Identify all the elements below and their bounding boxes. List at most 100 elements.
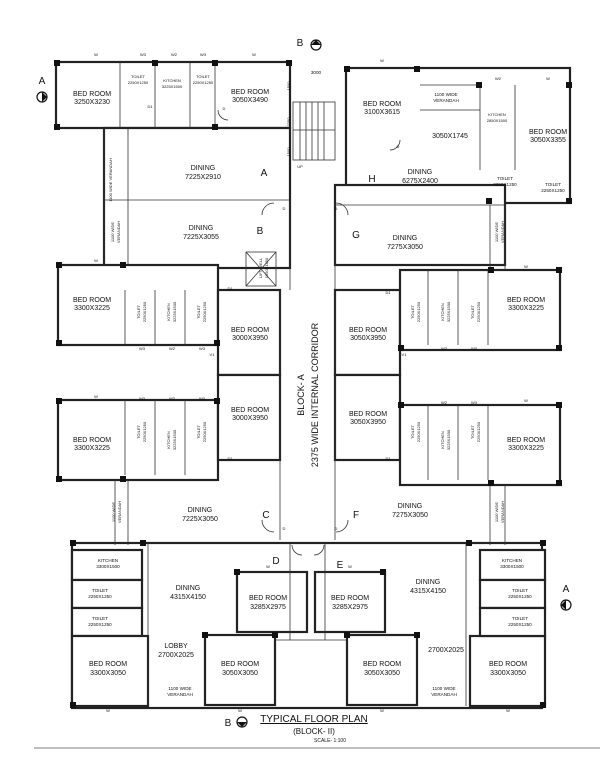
room-label: BED ROOM (489, 661, 527, 668)
lift-well (245, 251, 277, 287)
room-size: 2250X1250 (476, 421, 481, 442)
window-tag: W2 (169, 346, 176, 351)
room-size: 3050X3490 (232, 97, 268, 104)
dim-3050x1745: 3050X1745 (432, 133, 468, 140)
room-label: 1100 WIDE (494, 222, 499, 242)
room-size: 3050X3950 (350, 419, 386, 426)
room-size: VERANDAH (117, 501, 122, 523)
room-label: BED ROOM (349, 411, 387, 418)
room-label: 1100 WIDE (168, 686, 191, 691)
vent-tag: V1 (402, 352, 408, 357)
room-label: KITCHEN (440, 303, 445, 321)
room-size: VERANDAH (116, 221, 121, 243)
room-label: TOILET (92, 588, 108, 593)
room-label: 1100 WIDE (110, 222, 115, 242)
room-size: 3225X1500 (162, 84, 183, 89)
room-size: 3225X1500 (172, 429, 177, 450)
room-size: 3300X3225 (508, 445, 544, 452)
room-size: 3050X3050 (222, 670, 258, 677)
room-size: 2250X1250 (476, 301, 481, 322)
room-label: BED ROOM (231, 407, 269, 414)
window-tag: W3 (471, 400, 478, 405)
room-size: 2250X1250 (202, 421, 207, 442)
room-label: TOILET (131, 74, 145, 79)
room-size: 2250X1250 (202, 301, 207, 322)
room-label: TOILET (196, 74, 210, 79)
window-tag: W2 (495, 76, 502, 81)
window-tag: W (546, 76, 550, 81)
window-tag: W3 (139, 396, 146, 401)
room-label: TOILET (196, 304, 201, 318)
window-tag: W (266, 564, 270, 569)
room-label: DINING (188, 507, 213, 514)
room-label: TOILET (136, 304, 141, 318)
room-label: DINING (398, 503, 423, 510)
corridor-title: BLOCK- A 2375 WIDE INTERNAL CORRIDOR (296, 322, 320, 467)
room-size: 2700X2025 (158, 652, 194, 659)
marker-b-label: B (257, 226, 264, 237)
room-label: BED ROOM (529, 129, 567, 136)
marker-f-label: F (353, 510, 359, 521)
room-label: BED ROOM (331, 595, 369, 602)
room-label: KITCHEN (502, 558, 522, 563)
room-label: TOILET (410, 424, 415, 438)
staircase (292, 101, 336, 161)
room-label: KITCHEN (163, 78, 181, 83)
window-tag: W (348, 564, 352, 569)
window-tag: W2 (171, 52, 178, 57)
door-tag: D (397, 144, 400, 149)
dim-2250: 2250 (286, 117, 291, 127)
room-label: DINING (408, 169, 433, 176)
room-label: DINING (393, 235, 418, 242)
room-size: 3300X3225 (508, 305, 544, 312)
room-size: 2250X1250 (88, 622, 112, 627)
room-label: TOILET (512, 616, 528, 621)
room-label: BED ROOM (231, 327, 269, 334)
room-size: 3000X3950 (232, 335, 268, 342)
room-size: 2250X1250 (193, 80, 214, 85)
room-size: 2250X1250 (88, 594, 112, 599)
room-size: 3300X3225 (74, 305, 110, 312)
dimension-labels: 3000 1500 2250 1500 UP 3050X1745 2700X20… (286, 70, 468, 654)
room-label: BED ROOM (249, 595, 287, 602)
room-size: 3285X2975 (250, 604, 286, 611)
room-label: TOILET (196, 424, 201, 438)
room-size: 2250X1250 (541, 188, 565, 193)
internal-lines (103, 62, 516, 706)
window-tag: W (106, 708, 110, 713)
door-tag: D1 (227, 456, 233, 461)
door-tag: D (335, 206, 338, 211)
window-tag: W3 (199, 346, 206, 351)
door-tag: D1 (385, 290, 391, 295)
room-size: 3050X3355 (530, 137, 566, 144)
door-tag: D (335, 526, 338, 531)
room-size: 3300X3225 (74, 445, 110, 452)
room-labels: BED ROOM 3250X3230 TOILET 2250X1250 KITC… (73, 74, 567, 697)
room-label: DINING (189, 225, 214, 232)
room-label: 1100 WIDE VERANDAH (108, 158, 113, 202)
room-size: 3000X3950 (232, 415, 268, 422)
room-size: 2250X1250 (142, 421, 147, 442)
room-size: 3225X1500 (446, 301, 451, 322)
marker-a-label: A (261, 168, 268, 179)
room-label: KITCHEN (166, 431, 171, 449)
corridor-label: 2375 WIDE INTERNAL CORRIDOR (310, 322, 320, 467)
room-size: 3300X3050 (90, 670, 126, 677)
section-a-right-label: A (563, 584, 570, 595)
window-tag: W (380, 708, 384, 713)
section-b-bottom-label: B (225, 718, 232, 729)
dim-3000: 3000 (311, 70, 322, 75)
room-size: 3285X2975 (332, 604, 368, 611)
window-tag: W (94, 258, 98, 263)
room-label: BED ROOM (73, 91, 111, 98)
window-tag: W (94, 394, 98, 399)
room-size: 3050X3950 (350, 335, 386, 342)
room-size: 3100X3615 (364, 109, 400, 116)
window-tag: W3 (471, 346, 478, 351)
section-a-left-label: A (39, 76, 46, 87)
door-tag: D (223, 106, 226, 111)
room-label: DINING (416, 579, 441, 586)
room-label: TOILET (512, 588, 528, 593)
marker-c-label: C (262, 510, 269, 521)
